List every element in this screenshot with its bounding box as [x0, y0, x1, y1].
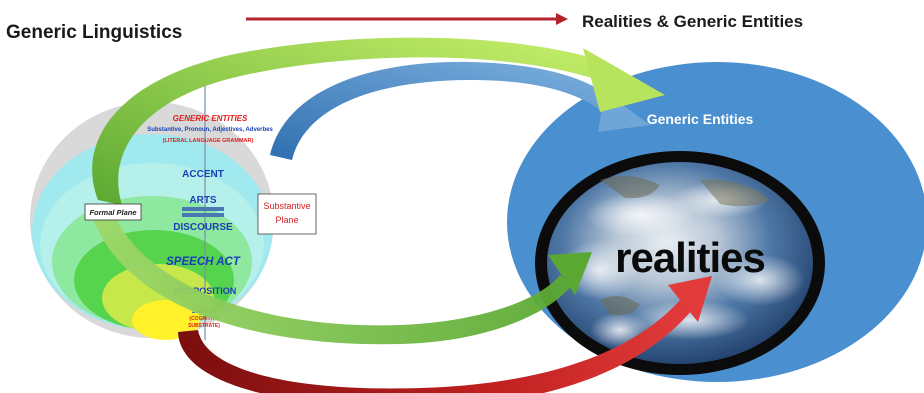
formal-plane-label: Formal Plane — [89, 208, 136, 217]
nested-layers-diagram: GENERIC ENTITIES Substantive, Pronoun, A… — [30, 82, 274, 340]
layer-label-discourse: DISCOURSE — [173, 222, 233, 233]
layer-label-accent: ACCENT — [182, 169, 224, 180]
header-arrow — [246, 13, 568, 25]
generic-entities-red-label: GENERIC ENTITIES — [173, 114, 248, 123]
green-arrow-lower — [92, 210, 592, 345]
arts-bar-2 — [182, 213, 224, 217]
green-arrow-upper — [92, 37, 665, 206]
realities-label: realities — [615, 234, 765, 281]
literal-grammar-label: (LITERAL LANGUAGE GRAMMAR) — [163, 138, 254, 144]
core-label-cognitive: (COGNITIVE — [189, 316, 219, 322]
formal-plane-box: Formal Plane — [84, 203, 142, 221]
substantive-plane-label-line1: Substantive — [263, 201, 310, 211]
core-label-substrate: SUBSTRATE) — [188, 323, 220, 329]
generic-entities-label: Generic Entities — [647, 111, 754, 127]
layer-yellow-core — [132, 300, 200, 340]
red-arrow — [178, 276, 712, 393]
parts-of-speech-label: Substantive, Pronoun, Adjectives, Adverb… — [147, 127, 273, 133]
realities-diagram: Generic Entities realities — [507, 62, 924, 382]
arts-bar-1 — [182, 207, 224, 211]
header-right-title: Realities & Generic Entities — [582, 12, 803, 31]
layer-label-arts: ARTS — [189, 195, 217, 206]
earth-land — [600, 176, 770, 316]
substantive-plane-label-line2: Plane — [275, 215, 298, 225]
earth-clouds — [560, 182, 805, 348]
header-left-title: Generic Linguistics — [6, 22, 182, 43]
layer-label-proposition: PROPOSITION — [174, 286, 237, 296]
substantive-plane-box: Substantive Plane — [257, 193, 317, 235]
layer-label-speech-act: SPEECH ACT — [166, 256, 241, 268]
